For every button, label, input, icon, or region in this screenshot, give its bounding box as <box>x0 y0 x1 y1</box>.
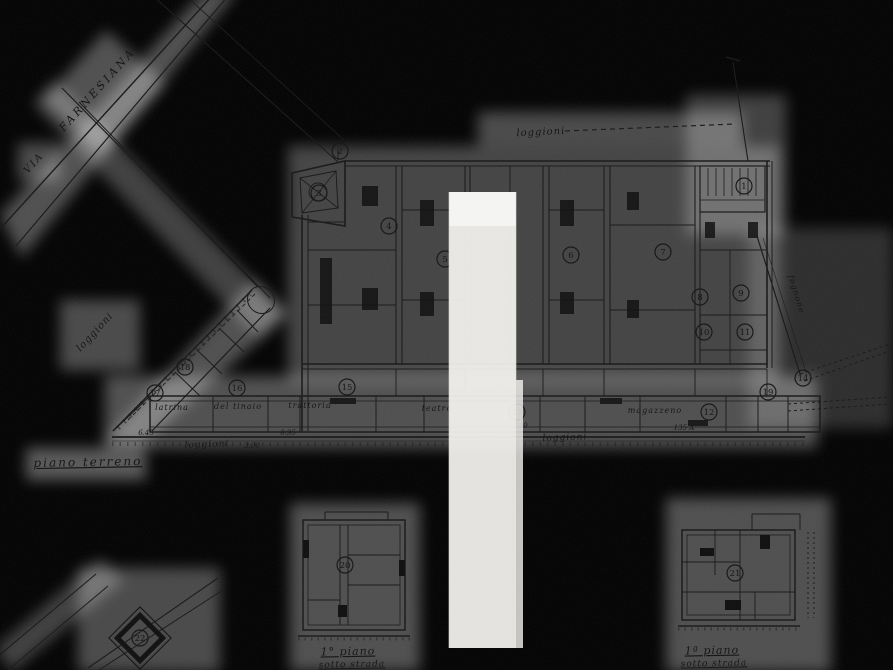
plan-canvas: 12345678910111213141516171819202122 FARN… <box>0 0 893 670</box>
plan-stage: 12345678910111213141516171819202122 FARN… <box>0 0 893 670</box>
scan-grain <box>0 0 893 670</box>
